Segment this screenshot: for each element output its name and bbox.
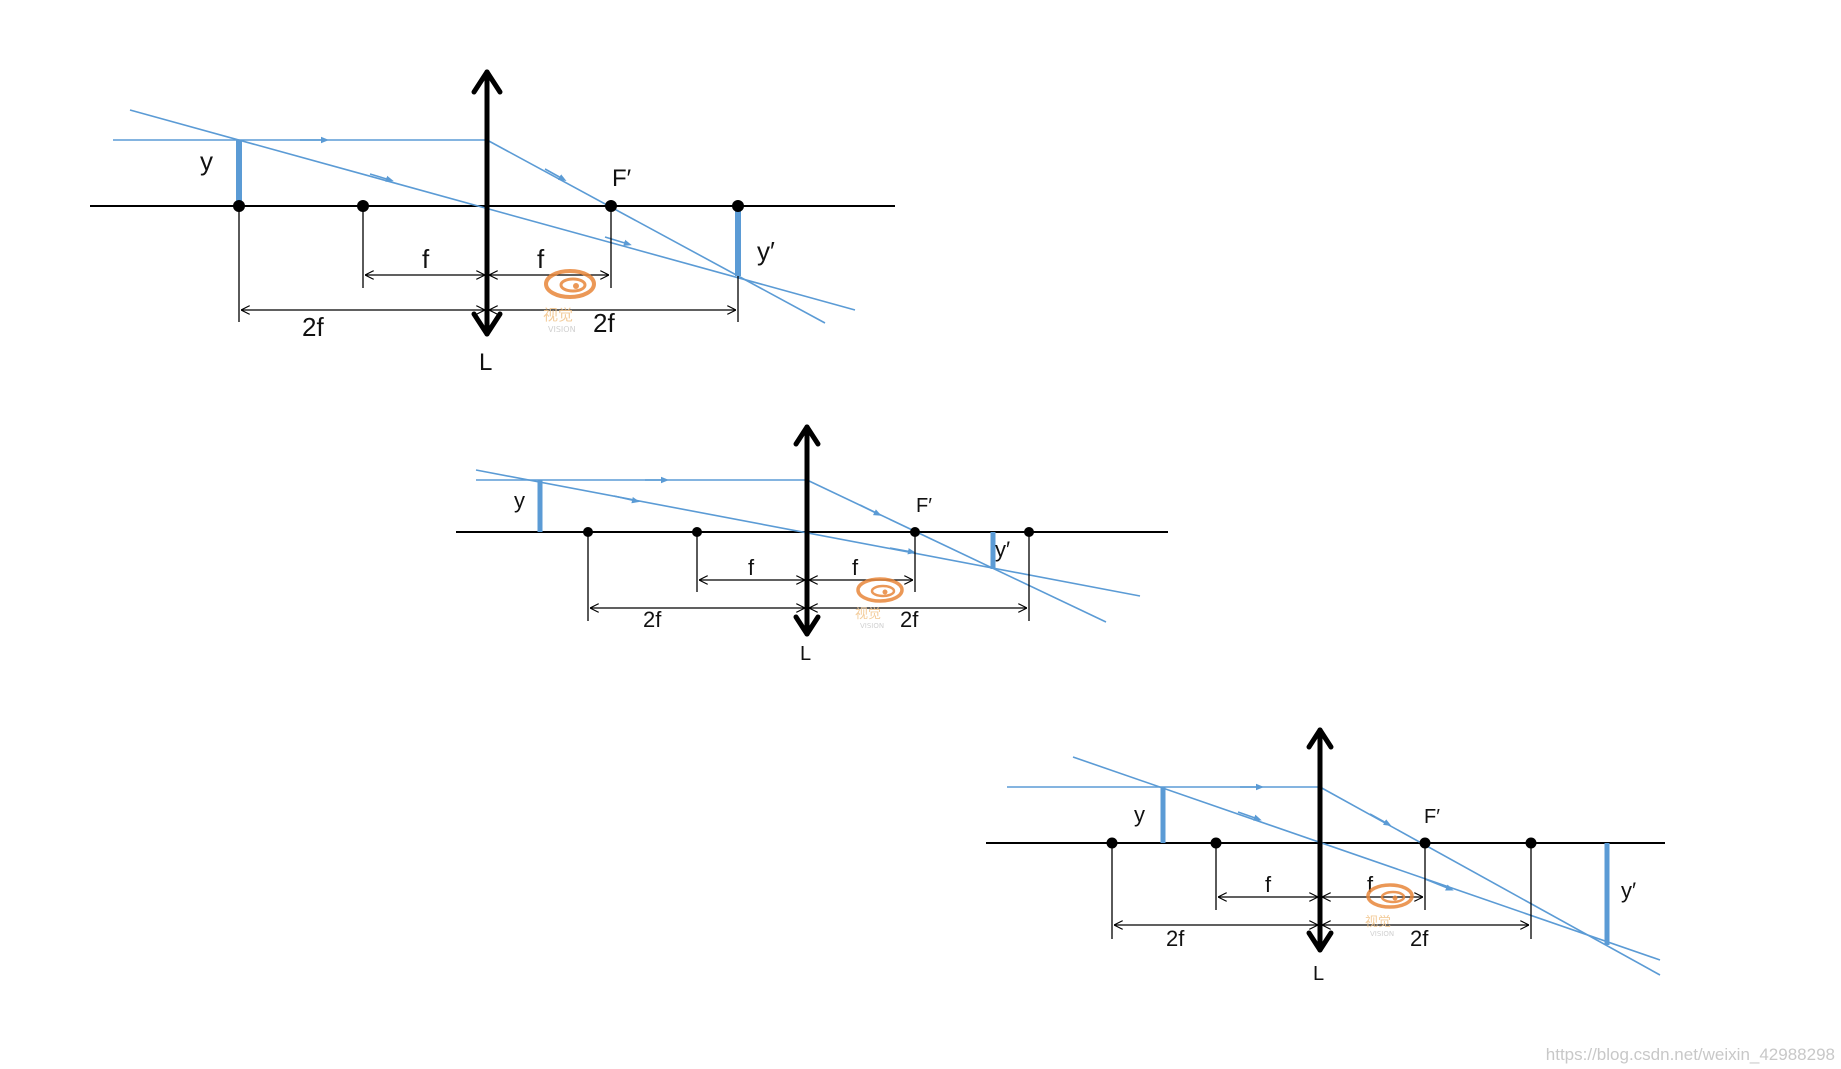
ray-arrow-4: [889, 547, 916, 555]
ray-refracted: [486, 139, 826, 324]
diagram-object-between-f-and-2f: y F′ y′ f f 2f 2f L 视觉 VISION: [986, 727, 1665, 985]
orange-swirl-logo-icon: 视觉 VISION: [855, 577, 904, 630]
ray-through-center: [129, 109, 856, 311]
lens-label: L: [800, 643, 811, 665]
image-label: y′: [995, 537, 1010, 562]
light-rays: [113, 109, 856, 324]
ray-arrow-4: [604, 236, 632, 246]
watermark-chinese: 视觉: [1365, 915, 1391, 930]
light-rays: [1007, 756, 1661, 976]
focus-label: F′: [1424, 806, 1440, 828]
orange-swirl-logo-icon: 视觉 VISION: [543, 269, 596, 334]
focal-label-left: f: [1265, 872, 1272, 897]
ray-arrow-2: [369, 173, 394, 182]
focal-label-right: f: [1367, 872, 1374, 897]
ray-arrow-2: [613, 495, 640, 504]
focus-label: F′: [916, 495, 932, 517]
double-focal-label-right: 2f: [1410, 926, 1429, 951]
double-focal-label-left: 2f: [643, 607, 662, 632]
diagram-object-at-far-distance: y F′ y′ f f 2f 2f L 视觉 VISION: [456, 424, 1168, 665]
lens-label: L: [1313, 963, 1324, 985]
convex-lens: [471, 69, 503, 337]
source-credit-text: https://blog.csdn.net/weixin_42988298: [1545, 1045, 1835, 1064]
double-focal-label-left: 2f: [1166, 926, 1185, 951]
double-focal-label-left: 2f: [302, 312, 324, 342]
focal-label-right: f: [852, 555, 859, 580]
object-label: y: [200, 146, 213, 176]
ray-through-center: [1072, 756, 1661, 961]
double-focal-label-right: 2f: [593, 308, 615, 338]
ray-arrow-3: [859, 504, 882, 516]
dimension-lines: [1111, 843, 1532, 939]
focus-label: F′: [612, 165, 632, 192]
ray-arrow-3: [1369, 813, 1392, 826]
dimension-lines: [587, 532, 1030, 621]
diagram-object-beyond-2f: y F′ y′ f f 2f 2f L 视觉 VISION: [90, 69, 895, 376]
convex-lens: [1306, 727, 1334, 953]
watermark-latin: VISION: [1370, 930, 1394, 938]
object-label: y: [1134, 802, 1145, 827]
focal-label-right: f: [537, 244, 545, 274]
image-label: y′: [757, 236, 775, 266]
focal-label-left: f: [748, 555, 755, 580]
ray-arrow-2: [1237, 811, 1262, 821]
dimension-lines: [238, 206, 739, 322]
lens-label: L: [479, 349, 492, 376]
focal-label-left: f: [422, 244, 430, 274]
watermark-chinese: 视觉: [855, 607, 881, 622]
image-label: y′: [1621, 878, 1636, 903]
watermark-chinese: 视觉: [543, 306, 573, 324]
orange-swirl-logo-icon: 视觉 VISION: [1365, 883, 1414, 938]
object-label: y: [514, 488, 525, 513]
double-focal-label-right: 2f: [900, 607, 919, 632]
ray-arrow-3: [544, 168, 567, 181]
convex-lens: [793, 424, 821, 637]
watermark-latin: VISION: [548, 325, 576, 334]
watermark-latin: VISION: [860, 622, 884, 630]
point-2f-image-side: [732, 200, 744, 212]
ray-refracted: [806, 479, 1107, 623]
ray-arrow-4: [1424, 878, 1454, 891]
